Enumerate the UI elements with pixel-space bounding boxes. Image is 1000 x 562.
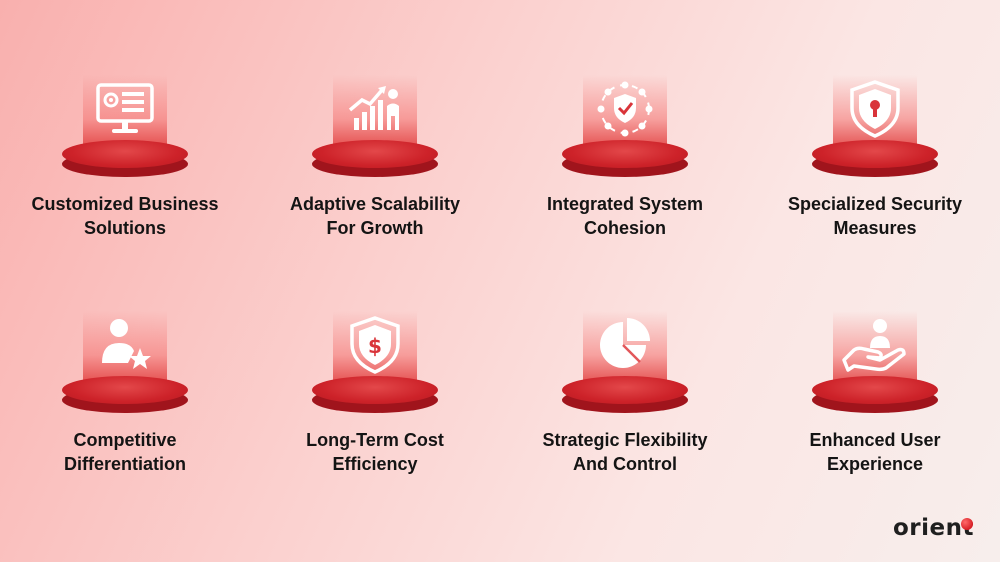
pie-chart-icon — [600, 318, 650, 368]
shield-lock-icon — [850, 80, 900, 138]
podium — [812, 140, 938, 168]
podium — [312, 376, 438, 404]
brand-dot-icon — [961, 518, 973, 530]
hand-user-icon — [842, 319, 906, 372]
brand-logo: orient — [893, 515, 974, 541]
podium — [62, 140, 188, 168]
computer-settings-icon — [96, 83, 154, 133]
podium — [562, 140, 688, 168]
podium — [562, 376, 688, 404]
shield-network-icon — [597, 81, 653, 137]
podium — [312, 140, 438, 168]
growth-chart-icon — [348, 86, 399, 130]
user-star-icon — [102, 319, 151, 369]
podium — [812, 376, 938, 404]
svg-text:$: $ — [368, 334, 382, 358]
shield-dollar-icon: $ — [350, 316, 400, 374]
podium — [62, 376, 188, 404]
